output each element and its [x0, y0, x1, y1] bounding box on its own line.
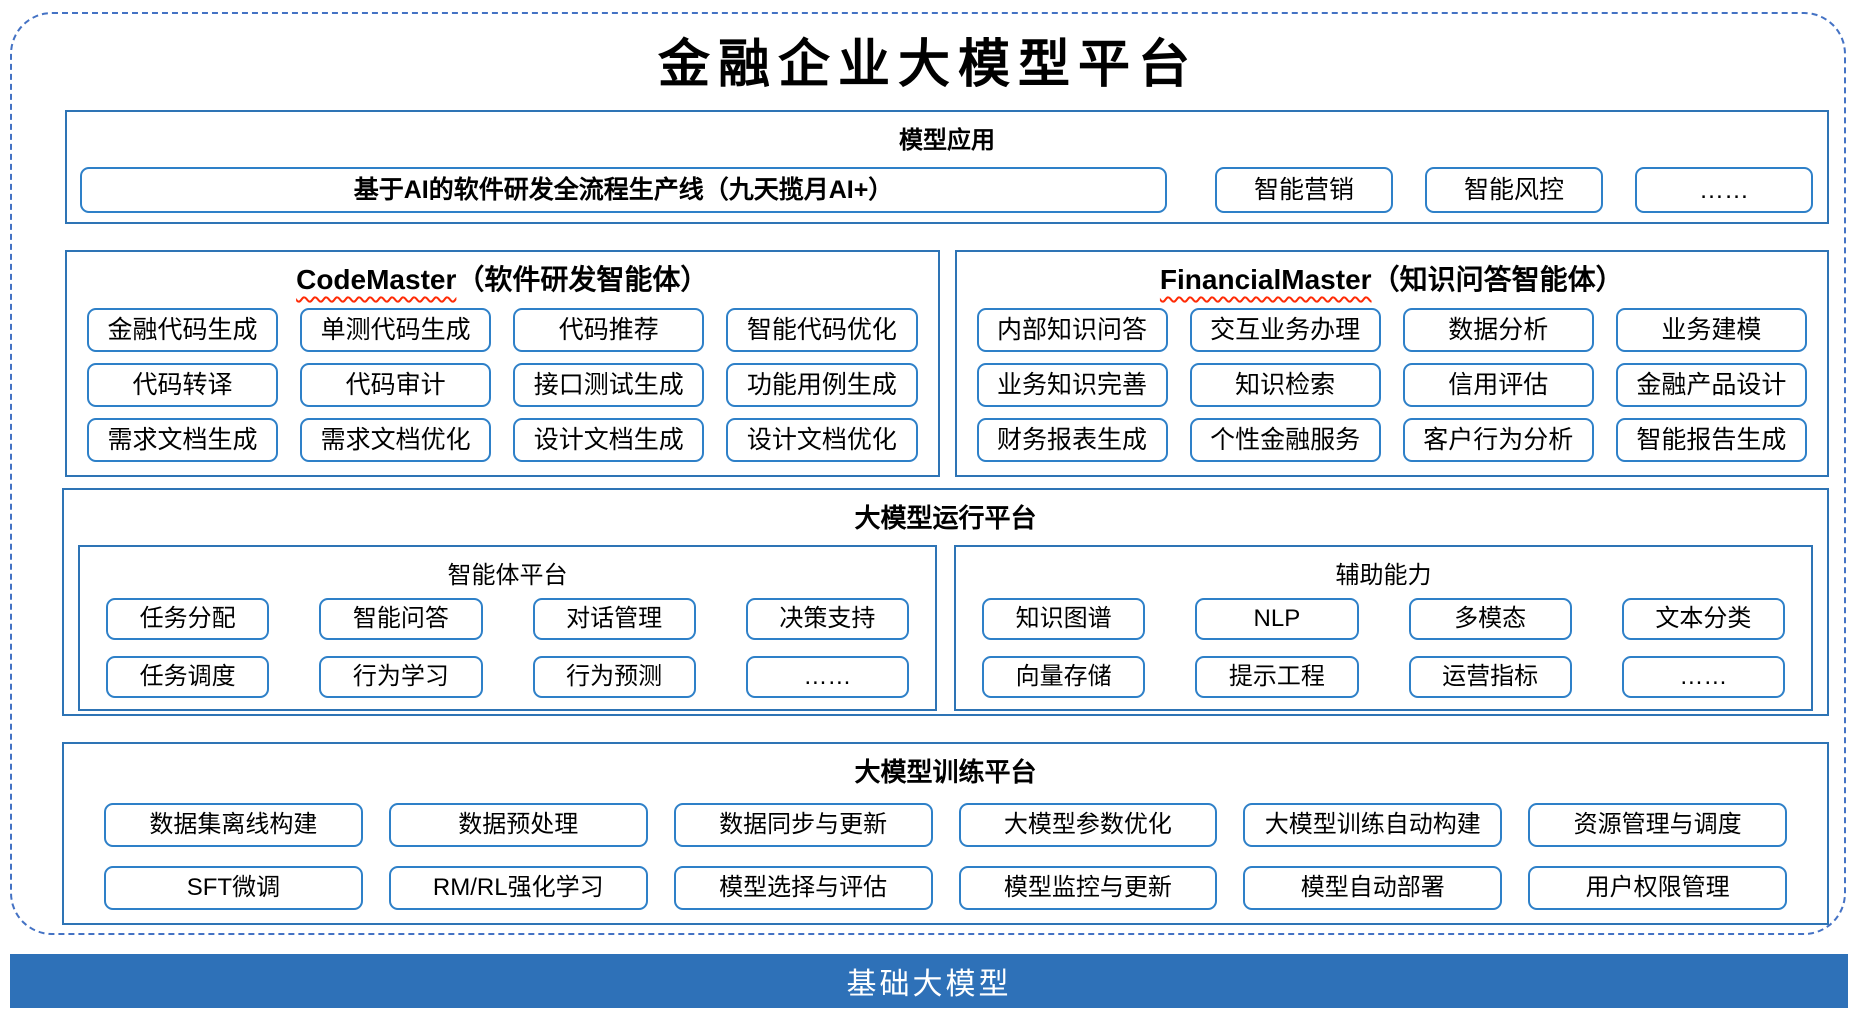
financialmaster-grid: 内部知识问答 交互业务办理 数据分析 业务建模 业务知识完善 知识检索 信用评估…: [957, 298, 1828, 462]
codemaster-item: 单测代码生成: [300, 308, 492, 352]
platform-dashed-border: [10, 12, 1846, 935]
training-grid: 数据集离线构建 数据预处理 数据同步与更新 大模型参数优化 大模型训练自动构建 …: [64, 789, 1827, 910]
training-header: 大模型训练平台: [854, 757, 1037, 787]
agent-platform-item: 任务分配: [106, 598, 270, 640]
financialmaster-title-en: FinancialMaster: [1159, 264, 1372, 295]
financialmaster-item: 财务报表生成: [976, 418, 1168, 462]
agents-row: CodeMaster（软件研发智能体） 金融代码生成 单测代码生成 代码推荐 智…: [65, 250, 1829, 477]
aux-capability-item: NLP: [1195, 598, 1359, 640]
training-item: 数据同步与更新: [673, 803, 933, 847]
financialmaster-item: 业务建模: [1615, 308, 1807, 352]
financialmaster-title: FinancialMaster（知识问答智能体）: [957, 252, 1828, 298]
training-item: SFT微调: [104, 866, 363, 910]
agent-platform-item: 智能问答: [319, 598, 483, 640]
codemaster-title: CodeMaster（软件研发智能体）: [67, 252, 938, 298]
base-model-label: 基础大模型: [846, 968, 1012, 1001]
financialmaster-title-zh: （知识问答智能体）: [1371, 264, 1624, 295]
financialmaster-item: 知识检索: [1189, 363, 1381, 407]
financialmaster-item: 业务知识完善: [976, 363, 1168, 407]
runtime-platform-section: 大模型运行平台 智能体平台 任务分配 智能问答 对话管理 决策支持 任务调度 行…: [62, 488, 1829, 716]
agent-platform-item: 任务调度: [106, 656, 270, 698]
aux-capabilities-grid: 知识图谱 NLP 多模态 文本分类 向量存储 提示工程 运营指标 ……: [956, 590, 1811, 698]
app-ai-pipeline: 基于AI的软件研发全流程生产线（九天揽月AI+）: [80, 167, 1167, 213]
financialmaster-item: 交互业务办理: [1189, 308, 1381, 352]
training-platform-section: 大模型训练平台 数据集离线构建 数据预处理 数据同步与更新 大模型参数优化 大模…: [62, 742, 1829, 925]
runtime-row: 智能体平台 任务分配 智能问答 对话管理 决策支持 任务调度 行为学习 行为预测…: [64, 545, 1827, 711]
aux-capability-item: 文本分类: [1621, 598, 1785, 640]
aux-capability-item-more: ……: [1621, 656, 1785, 698]
codemaster-item: 需求文档优化: [300, 418, 492, 462]
financialmaster-item: 金融产品设计: [1615, 363, 1807, 407]
agent-platform-subsection: 智能体平台 任务分配 智能问答 对话管理 决策支持 任务调度 行为学习 行为预测…: [78, 545, 937, 711]
training-item: 资源管理与调度: [1528, 803, 1787, 847]
financialmaster-item: 客户行为分析: [1402, 418, 1594, 462]
codemaster-item: 接口测试生成: [513, 363, 705, 407]
codemaster-item: 设计文档生成: [513, 418, 705, 462]
aux-capability-item: 提示工程: [1195, 656, 1359, 698]
codemaster-title-en: CodeMaster: [296, 264, 457, 295]
codemaster-item: 设计文档优化: [726, 418, 918, 462]
aux-capability-item: 知识图谱: [982, 598, 1146, 640]
codemaster-item: 代码转译: [87, 363, 279, 407]
agent-platform-item: 行为学习: [319, 656, 483, 698]
training-item: RM/RL强化学习: [388, 866, 648, 910]
app-item: 智能营销: [1215, 167, 1393, 213]
aux-capabilities-subsection: 辅助能力 知识图谱 NLP 多模态 文本分类 向量存储 提示工程 运营指标 ……: [954, 545, 1813, 711]
aux-capability-item: 多模态: [1408, 598, 1572, 640]
agent-platform-item: 行为预测: [532, 656, 696, 698]
financialmaster-item: 个性金融服务: [1189, 418, 1381, 462]
training-item: 用户权限管理: [1528, 866, 1787, 910]
financialmaster-item: 信用评估: [1402, 363, 1594, 407]
agent-platform-grid: 任务分配 智能问答 对话管理 决策支持 任务调度 行为学习 行为预测 ……: [80, 590, 935, 698]
model-apps-header: 模型应用: [899, 127, 995, 154]
aux-capability-item: 向量存储: [982, 656, 1146, 698]
agent-platform-item-more: ……: [745, 656, 909, 698]
financialmaster-item: 数据分析: [1402, 308, 1594, 352]
base-model-bar: 基础大模型: [10, 954, 1848, 1008]
training-item: 大模型参数优化: [958, 803, 1218, 847]
agent-platform-header: 智能体平台: [447, 562, 568, 589]
training-item: 大模型训练自动构建: [1243, 803, 1503, 847]
codemaster-item: 需求文档生成: [87, 418, 279, 462]
training-item: 模型自动部署: [1243, 866, 1503, 910]
aux-capabilities-header: 辅助能力: [1335, 562, 1432, 589]
codemaster-grid: 金融代码生成 单测代码生成 代码推荐 智能代码优化 代码转译 代码审计 接口测试…: [67, 298, 938, 462]
financialmaster-item: 智能报告生成: [1615, 418, 1807, 462]
model-apps-section: 模型应用 基于AI的软件研发全流程生产线（九天揽月AI+） 智能营销 智能风控 …: [65, 110, 1829, 224]
financialmaster-item: 内部知识问答: [976, 308, 1168, 352]
codemaster-item: 代码审计: [300, 363, 492, 407]
model-apps-row: 基于AI的软件研发全流程生产线（九天揽月AI+） 智能营销 智能风控 ……: [67, 155, 1827, 213]
aux-capability-item: 运营指标: [1408, 656, 1572, 698]
agent-platform-item: 对话管理: [532, 598, 696, 640]
app-item-more: ……: [1635, 167, 1813, 213]
financialmaster-section: FinancialMaster（知识问答智能体） 内部知识问答 交互业务办理 数…: [954, 250, 1829, 477]
codemaster-item: 代码推荐: [513, 308, 705, 352]
codemaster-item: 功能用例生成: [726, 363, 918, 407]
agent-platform-item: 决策支持: [745, 598, 909, 640]
codemaster-item: 金融代码生成: [87, 308, 279, 352]
training-item: 数据集离线构建: [104, 803, 363, 847]
codemaster-item: 智能代码优化: [726, 308, 918, 352]
runtime-header: 大模型运行平台: [854, 503, 1037, 533]
training-item: 模型监控与更新: [958, 866, 1218, 910]
codemaster-title-zh: （软件研发智能体）: [456, 264, 709, 295]
codemaster-section: CodeMaster（软件研发智能体） 金融代码生成 单测代码生成 代码推荐 智…: [65, 250, 940, 477]
training-item: 模型选择与评估: [673, 866, 933, 910]
training-item: 数据预处理: [388, 803, 648, 847]
app-item: 智能风控: [1425, 167, 1603, 213]
page-title: 金融企业大模型平台: [657, 34, 1198, 95]
